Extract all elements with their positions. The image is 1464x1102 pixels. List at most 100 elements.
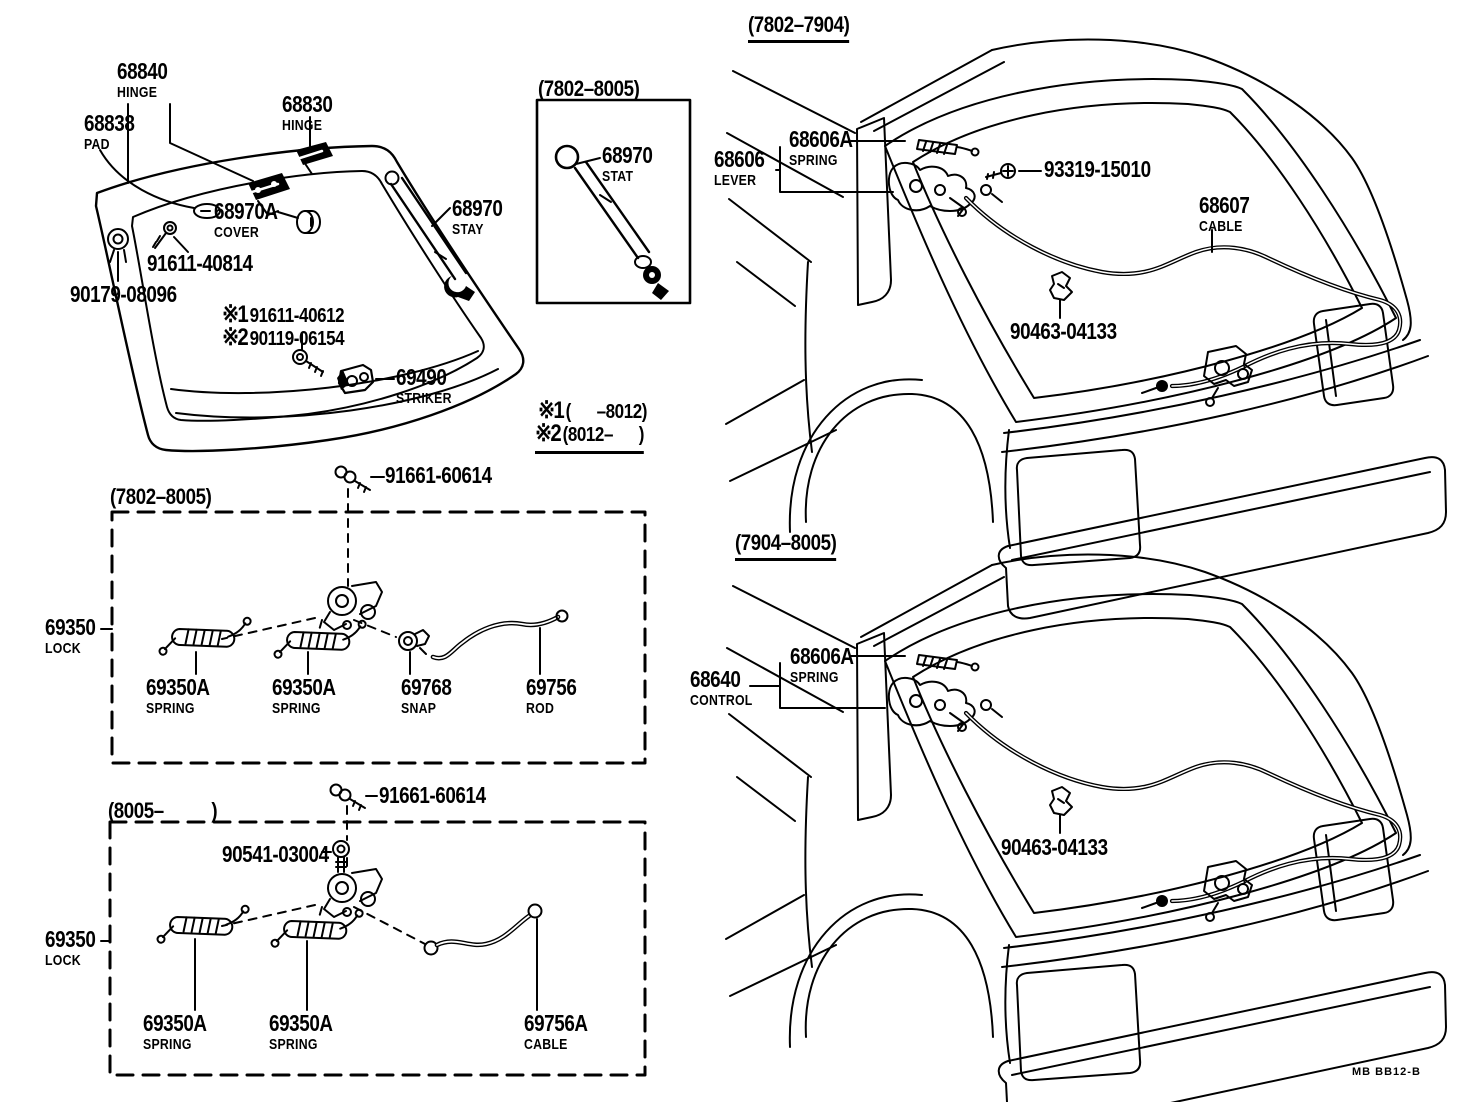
label-box2-bolt: 91661-60614 xyxy=(379,782,486,808)
part-number: 69756A xyxy=(524,1010,588,1036)
lock-box-2-art xyxy=(100,783,647,1077)
part-number: 91661-60614 xyxy=(385,462,492,488)
label-car1-screw: 93319-15010 xyxy=(1044,156,1151,182)
part-caption: LEVER xyxy=(714,171,757,189)
label-box1-bolt: 91661-60614 xyxy=(385,462,492,488)
part-number: 68606A xyxy=(789,126,853,152)
reference-mark: ※2 xyxy=(535,420,562,447)
part-caption: STRIKER xyxy=(396,389,452,407)
part-caption: STAY xyxy=(452,220,484,238)
part-number: 69350A xyxy=(146,674,210,700)
part-number: 69350 xyxy=(45,926,96,952)
part-number: 68606A xyxy=(790,643,854,669)
part-number: 90463-04133 xyxy=(1001,834,1108,860)
part-number: 90463-04133 xyxy=(1010,318,1117,344)
lock-box-1-art xyxy=(100,465,647,765)
part-caption: LOCK xyxy=(45,951,81,969)
part-number: 68838 xyxy=(84,110,135,136)
car1-leaders xyxy=(775,140,1213,319)
back-door-panel-art xyxy=(94,103,525,453)
part-number: 69350A xyxy=(143,1010,207,1036)
part-caption: COVER xyxy=(214,223,259,241)
car1-header: (7802–7904) xyxy=(748,12,850,43)
part-number: 91661-60614 xyxy=(379,782,486,808)
part-caption: SPRING xyxy=(272,699,321,717)
part-number: 68607 xyxy=(1199,192,1250,218)
part-number: 68840 xyxy=(117,58,168,84)
part-number: 69756 xyxy=(526,674,577,700)
part-caption: CABLE xyxy=(1199,217,1243,235)
reference-mark: ※1 xyxy=(538,397,565,424)
car-rear-art xyxy=(725,38,1447,620)
reference-mark: ※1 xyxy=(222,301,249,328)
label-car2-clamp: 90463-04133 xyxy=(1001,834,1108,860)
part-caption: PAD xyxy=(84,135,110,153)
part-caption: HINGE xyxy=(117,83,158,101)
part-caption: SPRING xyxy=(269,1035,318,1053)
part-number: 68640 xyxy=(690,666,741,692)
part-caption: CONTROL xyxy=(690,691,753,709)
part-number: 68970A xyxy=(214,198,278,224)
part-number: 69350 xyxy=(45,614,96,640)
label-screw-hinge: 91611-40814 xyxy=(147,250,253,276)
car2-header: (7904–8005) xyxy=(735,530,837,561)
part-number: 91611-40814 xyxy=(147,250,253,276)
reference-mark: ※2 xyxy=(222,324,249,351)
part-caption: LOCK xyxy=(45,639,81,657)
part-number: 90541-03004 xyxy=(222,841,329,867)
part-caption: SPRING xyxy=(789,151,838,169)
part-caption: SPRING xyxy=(143,1035,192,1053)
part-caption: SPRING xyxy=(146,699,195,717)
part-caption: STAT xyxy=(602,167,634,185)
part-number: 91611-40612 xyxy=(249,305,345,327)
footnote-text: (8012– ) xyxy=(562,424,645,446)
label-car1-clamp: 90463-04133 xyxy=(1010,318,1117,344)
part-number: 90179-08096 xyxy=(70,281,177,307)
box2-header: (8005– ) xyxy=(108,798,218,823)
stay-box-art xyxy=(535,98,692,305)
part-number: 68970 xyxy=(602,142,653,168)
part-number: 68606 xyxy=(714,146,765,172)
label-grommet: 90179-08096 xyxy=(70,281,177,307)
part-number: 69350A xyxy=(272,674,336,700)
part-number: 69490 xyxy=(396,364,447,390)
part-number: 69768 xyxy=(401,674,452,700)
fiche-code: MB BB12-B xyxy=(1352,1066,1421,1078)
part-number: 90119-06154 xyxy=(249,328,345,350)
footnote-text: ( –8012) xyxy=(565,401,648,423)
part-number: 68830 xyxy=(282,91,333,117)
box1-header: (7802–8005) xyxy=(110,484,212,509)
car2-leaders xyxy=(749,655,1061,834)
part-caption: SNAP xyxy=(401,699,437,717)
part-caption: SPRING xyxy=(790,668,839,686)
label-box2-screw: 90541-03004 xyxy=(222,841,329,867)
part-number: 93319-15010 xyxy=(1044,156,1151,182)
part-caption: CABLE xyxy=(524,1035,568,1053)
part-caption: ROD xyxy=(526,699,555,717)
part-number: 69350A xyxy=(269,1010,333,1036)
